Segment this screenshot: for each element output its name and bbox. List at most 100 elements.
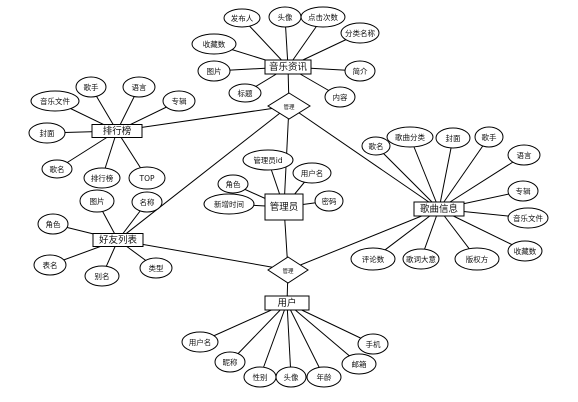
attribute-label: 性别: [253, 372, 268, 382]
attribute-label: 歌词大意: [406, 254, 436, 264]
entity-label: 排行榜: [103, 125, 132, 137]
attribute-label: 发布人: [231, 13, 254, 23]
attribute-ellipse: [507, 240, 543, 262]
attribute-ellipse: [181, 331, 219, 353]
attribute-ellipse: [197, 60, 231, 82]
attribute-label: 表名: [43, 260, 58, 270]
edge-manage-song: [288, 105, 440, 210]
attribute-ellipse: [128, 166, 166, 190]
attribute-label: 头像: [284, 372, 299, 382]
attribute-label: 用户名: [189, 337, 212, 347]
attribute-label: 角色: [226, 179, 241, 189]
attribute-ellipse: [341, 353, 377, 375]
attribute-label: 收藏数: [514, 246, 537, 256]
attribute-ellipse: [507, 144, 541, 166]
attribute-label: 音乐文件: [40, 96, 70, 106]
attribute-ellipse: [292, 162, 332, 184]
attribute-label: 歌手: [84, 82, 99, 92]
entity-box: [91, 124, 143, 138]
entity-box: [264, 193, 304, 221]
attribute-label: 歌手: [482, 132, 497, 142]
attribute-label: 评论数: [362, 254, 385, 264]
attribute-label: 歌曲分类: [395, 132, 425, 142]
attribute-label: 音乐文件: [513, 213, 543, 223]
attribute-ellipse: [300, 6, 346, 28]
attribute-ellipse: [28, 122, 66, 144]
attribute-ellipse: [340, 22, 380, 44]
attribute-label: 封面: [446, 133, 461, 143]
entity-label: 歌曲信息: [420, 203, 458, 215]
attribute-ellipse: [357, 333, 389, 355]
attribute-label: 分类名称: [345, 28, 375, 38]
attribute-ellipse: [214, 351, 246, 373]
attribute-label: 用户名: [301, 168, 324, 178]
attribute-label: 别名: [95, 271, 110, 281]
attribute-label: TOP: [138, 174, 154, 183]
attribute-ellipse: [191, 33, 237, 55]
attribute-ellipse: [75, 76, 107, 98]
attribute-line: [259, 302, 288, 378]
edge-friends-manage2: [117, 239, 289, 271]
attribute-ellipse: [79, 189, 115, 213]
attribute-label: 新增时间: [214, 199, 244, 209]
attribute-label: 图片: [207, 66, 222, 76]
attribute-ellipse: [507, 207, 549, 229]
attribute-ellipse: [350, 247, 396, 271]
attribute-label: 类型: [149, 263, 164, 273]
attribute-label: 封面: [40, 128, 55, 138]
attribute-ellipse: [228, 83, 262, 103]
edge-manage-friends: [117, 105, 290, 241]
attribute-label: 语言: [132, 82, 147, 92]
attribute-ellipse: [324, 86, 356, 108]
relationship-diamond: [267, 256, 309, 284]
relationship-label: 管理: [282, 267, 294, 275]
entity-box: [92, 233, 144, 247]
entity-label: 管理员: [270, 201, 299, 213]
attribute-line: [286, 302, 360, 365]
attribute-line: [438, 154, 525, 210]
attribute-label: 收藏数: [203, 39, 226, 49]
edge-manage-ranking: [116, 105, 290, 132]
attribute-ellipse: [474, 126, 504, 148]
attribute-ellipse: [306, 366, 342, 388]
attribute-label: 版权方: [466, 254, 489, 264]
attribute-ellipse: [454, 247, 500, 271]
attribute-label: 简介: [353, 66, 368, 76]
attribute-ellipse: [139, 257, 173, 279]
relationship-diamond: [267, 92, 311, 120]
entity-box: [264, 59, 312, 75]
attribute-label: 角色: [46, 219, 61, 229]
attribute-ellipse: [217, 174, 249, 194]
attribute-label: 专辑: [516, 186, 531, 196]
attribute-ellipse: [275, 366, 307, 388]
attribute-label: 头像: [278, 12, 293, 22]
attribute-label: 排行榜: [91, 173, 114, 183]
attribute-label: 歌名: [50, 164, 65, 174]
attribute-line: [375, 145, 440, 210]
attribute-ellipse: [314, 190, 344, 212]
attribute-label: 名称: [140, 197, 155, 207]
attribute-ellipse: [162, 90, 196, 112]
attribute-label: 专辑: [172, 96, 187, 106]
attribute-label: 语言: [517, 150, 532, 160]
attribute-line: [229, 302, 288, 363]
attribute-label: 图片: [90, 196, 105, 206]
attribute-ellipse: [361, 136, 391, 156]
entity-box: [264, 295, 310, 311]
attribute-label: 标题: [238, 88, 253, 98]
attribute-ellipse: [507, 180, 539, 202]
attribute-ellipse: [131, 191, 163, 213]
entity-label: 好友列表: [99, 234, 138, 246]
attribute-label: 歌名: [369, 141, 384, 151]
attribute-ellipse: [435, 127, 471, 149]
attribute-label: 管理员id: [253, 155, 283, 165]
attribute-ellipse: [33, 254, 67, 276]
attribute-ellipse: [242, 149, 294, 171]
attribute-label: 邮箱: [352, 359, 367, 369]
attribute-label: 手机: [366, 339, 381, 349]
attribute-ellipse: [83, 167, 121, 189]
attribute-label: 密码: [322, 196, 337, 206]
attribute-line: [286, 302, 325, 378]
attribute-ellipse: [84, 265, 120, 287]
entity-label: 用户: [277, 297, 296, 309]
